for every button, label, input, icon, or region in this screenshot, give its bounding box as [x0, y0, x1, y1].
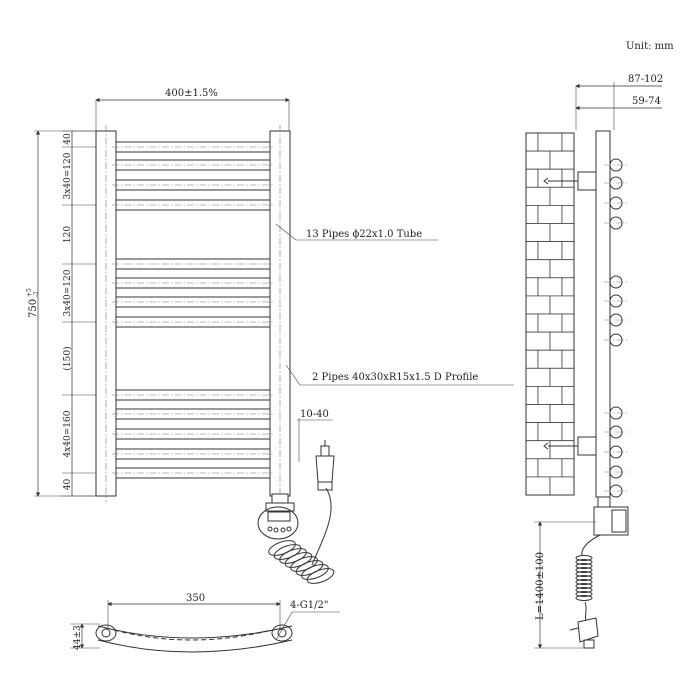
horizontal-tubes	[112, 141, 274, 479]
side-profile	[595, 130, 611, 498]
unit-label: Unit: mm	[626, 41, 674, 52]
front-view: 400±1.5% 750 +5 -2 40 3x40=120 120 3x40=120…	[26, 88, 514, 584]
vertical-spacing-chain: 40 3x40=120 120 3x40=120 (150) 4x40=160 40	[62, 130, 96, 497]
depth-outer-dimension: 87-102	[628, 74, 663, 85]
tube	[112, 296, 274, 308]
tube	[112, 277, 274, 289]
side-plug	[569, 617, 599, 649]
tube-label: 13 Pipes ϕ22x1.0 Tube	[306, 229, 422, 240]
plug-offset-dimension: 10-40	[300, 409, 329, 420]
center-distance-dimension: 350	[186, 593, 205, 604]
side-tubes	[604, 158, 628, 498]
tube	[112, 258, 274, 270]
spacing-label: 40	[63, 133, 73, 145]
spacing-label: 3x40=120	[63, 152, 73, 199]
coiled-cable	[268, 540, 335, 584]
tube	[112, 428, 274, 440]
tube	[112, 448, 274, 460]
tube	[112, 199, 274, 211]
tube	[112, 316, 274, 328]
tube	[112, 141, 274, 153]
spacing-label: 4x40=160	[63, 410, 73, 457]
tube	[112, 159, 274, 171]
svg-text:+5: +5	[26, 288, 33, 297]
right-connector	[271, 624, 293, 642]
spacing-label: 40	[63, 479, 73, 491]
tube	[112, 389, 274, 401]
cable-length-dimension: L=1400±100	[535, 552, 546, 620]
tube	[112, 467, 274, 479]
controller-unit	[257, 506, 299, 540]
svg-text:-2: -2	[33, 291, 40, 297]
bottom-view: 350 4-G1/2" 44±3	[70, 593, 340, 653]
side-coiled-cable	[575, 555, 593, 601]
width-dimension: 400±1.5%	[165, 88, 218, 99]
overall-height-dimension: 750 +5 -2	[26, 288, 40, 318]
bottom-height-dimension: 44±3	[73, 625, 83, 650]
spacing-label: 120	[63, 226, 73, 243]
spacing-label: 3x40=120	[63, 269, 73, 316]
tube	[112, 179, 274, 191]
brick-wall	[525, 132, 575, 496]
svg-text:750: 750	[28, 299, 39, 318]
profile-label: 2 Pipes 40x30xR15x1.5 D Profile	[312, 372, 478, 383]
wall-brackets	[543, 171, 597, 456]
side-heater	[593, 496, 629, 536]
tube	[112, 408, 274, 420]
connector-label: 4-G1/2"	[290, 600, 328, 611]
depth-inner-dimension: 59-74	[632, 96, 661, 107]
left-connector	[95, 624, 117, 642]
spacing-label: (150)	[62, 346, 73, 370]
side-view: 87-102 59-74	[525, 74, 663, 649]
power-plug	[315, 440, 335, 491]
